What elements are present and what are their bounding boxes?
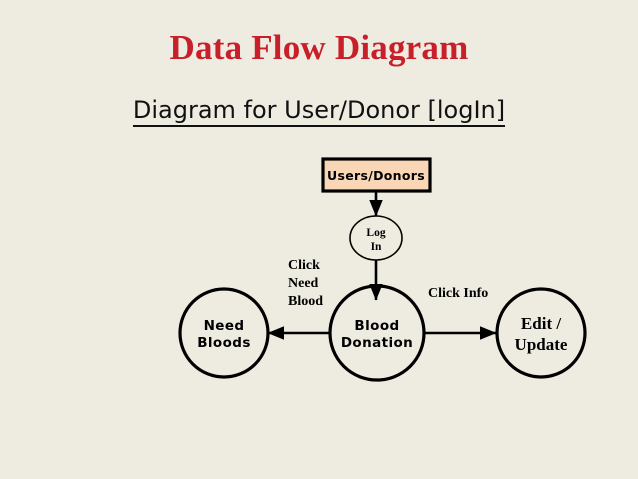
blood-donation-label-line2: Donation [341, 335, 413, 351]
click-need-blood-line2: Need [288, 276, 319, 291]
data-flow-diagram: Users/Donors Log In Blood Donation Need … [0, 140, 638, 400]
users-donors-label: Users/Donors [327, 168, 425, 183]
page-title: Data Flow Diagram [169, 28, 469, 67]
need-bloods-label-line2: Bloods [197, 335, 251, 351]
page-subtitle: Diagram for User/Donor [logIn] [0, 96, 638, 127]
edge-label-click-need-blood: Click Need Blood [288, 258, 323, 309]
edit-update-circle[interactable] [495, 287, 587, 379]
users-donors-box[interactable] [321, 157, 432, 193]
node-log-in[interactable]: Log In [349, 215, 403, 261]
page-subtitle-text: Diagram for User/Donor [logIn] [132, 96, 506, 127]
click-need-blood-line3: Blood [288, 294, 323, 309]
node-edit-update[interactable]: Edit / Update [495, 287, 587, 379]
need-bloods-label-line1: Need [204, 318, 245, 334]
edit-update-label-line1: Edit / [521, 314, 561, 333]
log-in-label-line2: In [371, 241, 382, 253]
click-need-blood-line1: Click [288, 258, 320, 273]
blood-donation-label-line1: Blood [354, 318, 399, 334]
log-in-ellipse[interactable] [349, 215, 403, 261]
blood-donation-circle[interactable] [328, 284, 426, 382]
node-users-donors[interactable]: Users/Donors [321, 157, 432, 193]
node-need-bloods[interactable]: Need Bloods [178, 287, 270, 379]
edit-update-label-line2: Update [515, 335, 568, 354]
edge-label-click-info: Click Info [428, 286, 488, 301]
log-in-label-line1: Log [366, 227, 385, 239]
need-bloods-circle[interactable] [178, 287, 270, 379]
node-blood-donation[interactable]: Blood Donation [328, 284, 426, 382]
